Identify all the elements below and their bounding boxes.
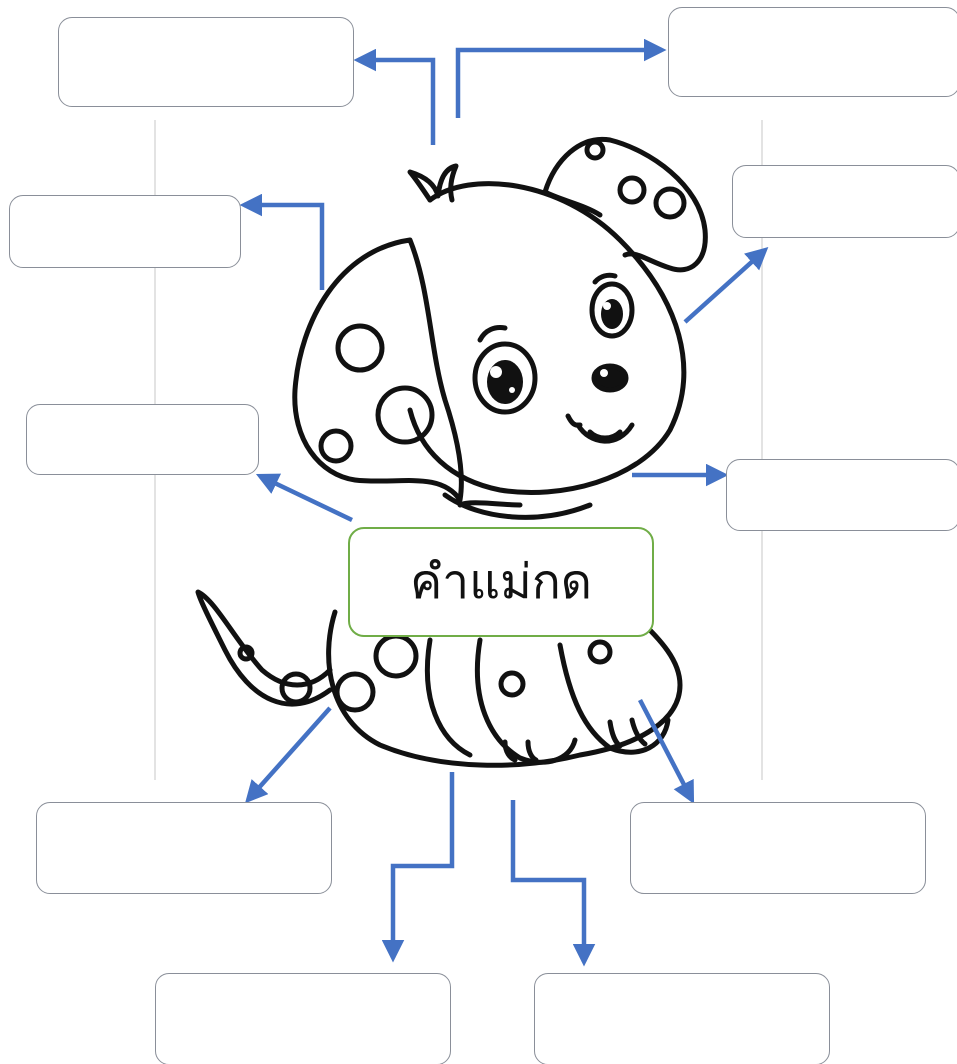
arrow-right-lower: [638, 698, 695, 804]
worksheet-title: คำแม่กด: [410, 554, 592, 610]
arrow-left-upper: [239, 193, 325, 290]
arrow-left-lower: [245, 706, 332, 804]
answer-box-left-lower[interactable]: [36, 802, 332, 894]
arrow-left-middle: [255, 473, 353, 523]
answer-box-left-upper[interactable]: [9, 195, 241, 268]
arrow-top-left: [353, 48, 436, 145]
answer-box-left-middle[interactable]: [26, 404, 259, 475]
answer-box-top-right[interactable]: [668, 7, 957, 97]
arrow-bottom-right: [510, 800, 596, 967]
arrow-bottom-left: [381, 772, 455, 963]
arrow-top-right: [455, 38, 667, 118]
answer-box-bottom-right[interactable]: [534, 973, 830, 1064]
answer-box-right-upper[interactable]: [732, 165, 957, 238]
arrow-right-upper: [683, 246, 769, 324]
answer-box-right-lower[interactable]: [630, 802, 926, 894]
answer-box-right-middle[interactable]: [726, 459, 957, 531]
answer-box-bottom-left[interactable]: [155, 973, 451, 1064]
title-box: คำแม่กด: [348, 527, 654, 637]
answer-box-top-left[interactable]: [58, 17, 354, 107]
